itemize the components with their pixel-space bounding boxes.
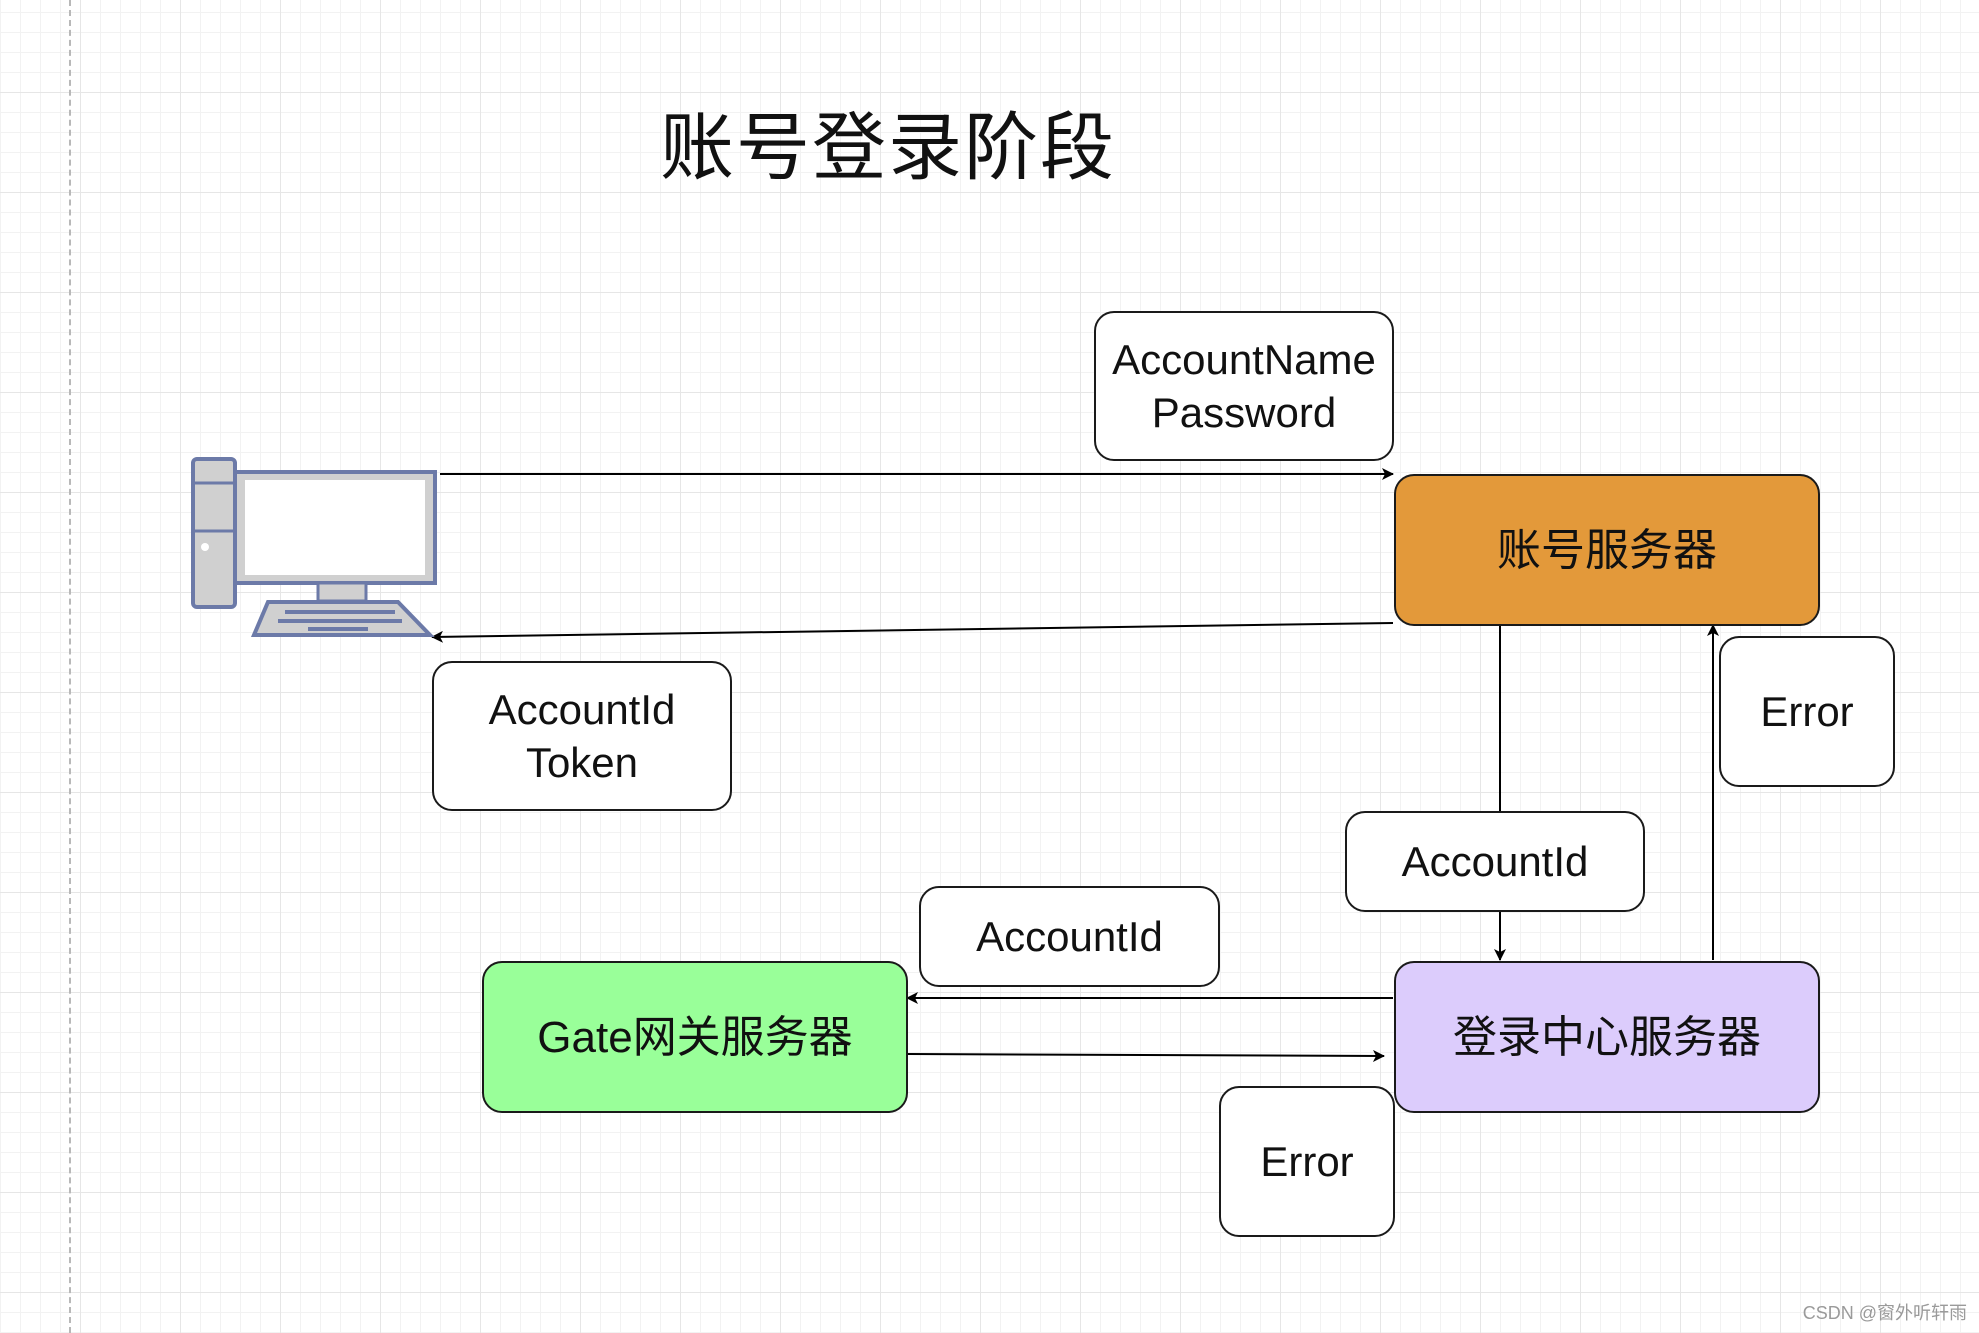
- watermark: CSDN @窗外听轩雨: [1802, 1303, 1967, 1323]
- node-login-center-server[interactable]: 登录中心服务器: [1394, 961, 1820, 1113]
- label-client-response-line2: Token: [525, 739, 639, 786]
- node-account-server[interactable]: 账号服务器: [1394, 474, 1820, 626]
- label-client-response: AccountId Token: [432, 661, 732, 811]
- diagram-title: 账号登录阶段: [660, 105, 1116, 191]
- label-client-request: AccountName Password: [1094, 311, 1394, 461]
- arrow-account-to-client: [431, 622, 1394, 643]
- label-account-to-login: AccountId: [1345, 811, 1645, 912]
- label-login-to-gate-text: AccountId: [976, 913, 1163, 960]
- page-guide-line: [69, 0, 71, 1333]
- node-account-server-label: 账号服务器: [1497, 524, 1717, 576]
- label-client-request-line1: AccountName: [1112, 336, 1376, 383]
- label-account-to-login-text: AccountId: [1401, 838, 1589, 885]
- label-login-to-account-error-text: Error: [1760, 688, 1854, 735]
- label-client-request-line2: Password: [1151, 389, 1337, 436]
- node-login-center-server-label: 登录中心服务器: [1453, 1011, 1761, 1063]
- computer-icon: [191, 457, 437, 637]
- label-client-response-line1: AccountId: [488, 686, 676, 733]
- label-login-to-account-error: Error: [1719, 636, 1895, 787]
- node-gate-server[interactable]: Gate网关服务器: [482, 961, 908, 1113]
- label-gate-to-login-error: Error: [1219, 1086, 1395, 1237]
- label-login-to-gate: AccountId: [919, 886, 1220, 987]
- label-gate-to-login-error-text: Error: [1260, 1138, 1354, 1185]
- arrow-gate-to-login: [907, 1049, 1385, 1062]
- node-gate-server-label: Gate网关服务器: [537, 1012, 853, 1062]
